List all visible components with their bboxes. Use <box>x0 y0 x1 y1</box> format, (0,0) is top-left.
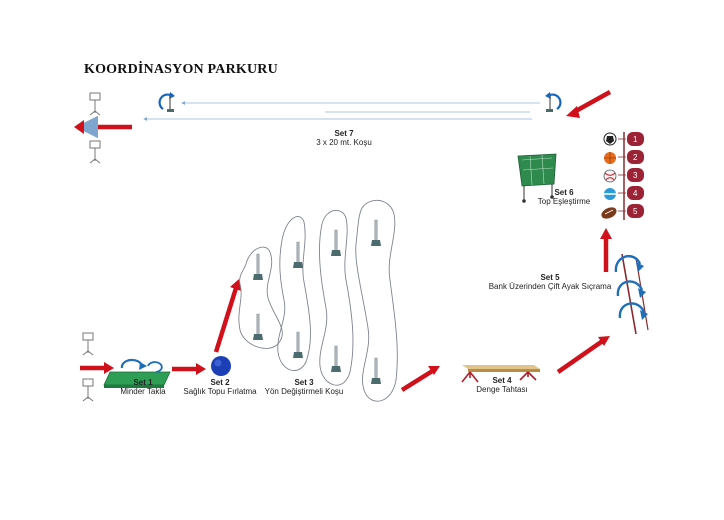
hurdle-icon <box>614 253 649 335</box>
run-lane-lines <box>143 101 540 121</box>
mat-icon <box>103 358 171 388</box>
slalom-path <box>238 199 398 402</box>
station-name: Top Eşleştirme <box>537 197 591 206</box>
rack-number: 1 <box>633 135 638 144</box>
rack-number: 2 <box>633 153 638 162</box>
station-name: Bank Üzerinden Çift Ayak Sıçrama <box>488 282 612 291</box>
turnaround-icon <box>545 92 562 112</box>
station-name: Denge Tahtası <box>476 385 528 394</box>
beach-ball-icon <box>604 188 616 200</box>
basketball-icon <box>604 152 616 164</box>
station-label-set-6: Set 6 Top Eşleştirme <box>534 188 594 206</box>
soccer-ball-icon <box>603 132 617 146</box>
page-title: KOORDİNASYON PARKURU <box>84 62 278 77</box>
balance-beam-icon <box>461 365 540 383</box>
station-label-set-4: Set 4 Denge Tahtası <box>474 376 530 394</box>
station-label-set-2: Set 2 Sağlık Topu Fırlatma <box>176 378 264 396</box>
ball-cart-icon <box>517 153 557 203</box>
station-name: Yön Değiştirmeli Koşu <box>264 387 344 396</box>
station-label-set-7: Set 7 3 x 20 mt. Koşu <box>306 129 382 147</box>
turnaround-icon <box>158 92 175 112</box>
medicine-ball-icon <box>211 356 231 376</box>
station-set: Set 3 <box>294 378 314 387</box>
station-name: 3 x 20 mt. Koşu <box>316 138 372 147</box>
station-label-set-3: Set 3 Yön Değiştirmeli Koşu <box>262 378 346 396</box>
rack-number: 4 <box>633 189 638 198</box>
numbered-rack: 1 2 3 4 5 <box>618 132 644 220</box>
station-set: Set 6 <box>554 188 574 197</box>
station-set: Set 5 <box>540 273 560 282</box>
station-label-set-5: Set 5 Bank Üzerinden Çift Ayak Sıçrama <box>484 273 616 291</box>
station-set: Set 4 <box>492 376 512 385</box>
volleyball-icon <box>603 169 617 183</box>
station-name: Sağlık Topu Fırlatma <box>183 387 257 396</box>
cone-icon <box>252 219 382 385</box>
station-set: Set 2 <box>210 378 230 387</box>
station-label-set-1: Set 1 Minder Takla <box>115 378 171 396</box>
station-set: Set 1 <box>133 378 153 387</box>
flow-arrows <box>75 90 612 392</box>
rack-number: 3 <box>633 171 638 180</box>
station-name: Minder Takla <box>120 387 166 396</box>
flow-arrowheads <box>74 106 612 375</box>
station-set: Set 7 <box>334 129 354 138</box>
rugby-ball-icon <box>601 207 617 219</box>
rack-number: 5 <box>633 207 638 216</box>
